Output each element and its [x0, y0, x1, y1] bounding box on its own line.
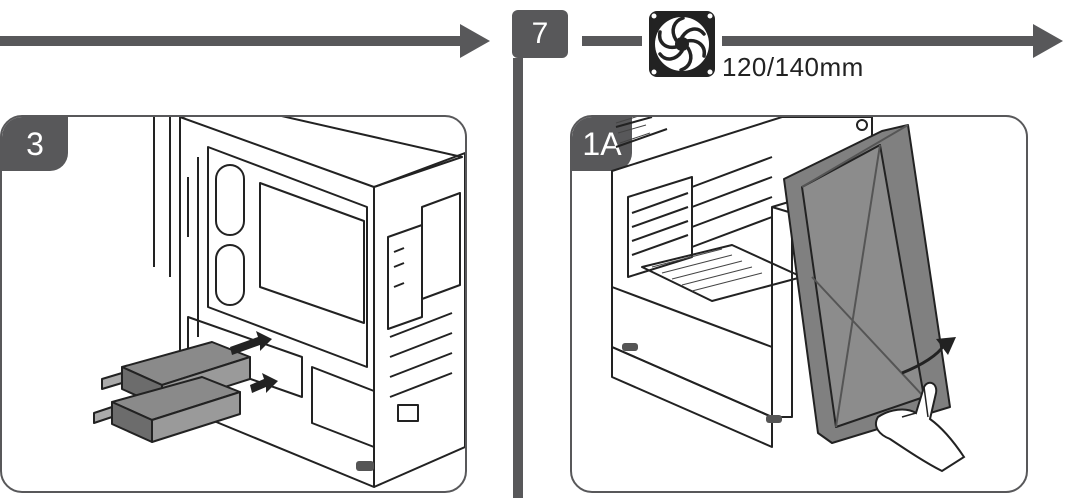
panel-hdd-install: 3 [0, 115, 467, 493]
hdd-install-illustration [93, 117, 465, 488]
panel-tag-label: 1A [582, 125, 622, 162]
step-divider [513, 58, 523, 498]
flow-arrow-left-head [460, 24, 490, 58]
fan-icon [648, 10, 716, 78]
panel-front-cover-removal: 1A [570, 115, 1028, 493]
panel-tag-label: 3 [26, 125, 44, 162]
step-number-badge: 7 [512, 10, 568, 58]
flow-arrow-right-line-a [582, 36, 642, 46]
fan-size-label: 120/140mm [722, 52, 864, 82]
flow-arrow-right-line-b [722, 36, 1034, 46]
step-number: 7 [531, 17, 549, 50]
panel-tag-3: 3 [2, 117, 68, 171]
front-cover-removal-illustration [611, 117, 966, 473]
flow-arrow-left-line [0, 36, 462, 46]
flow-arrow-right-head [1033, 24, 1063, 58]
